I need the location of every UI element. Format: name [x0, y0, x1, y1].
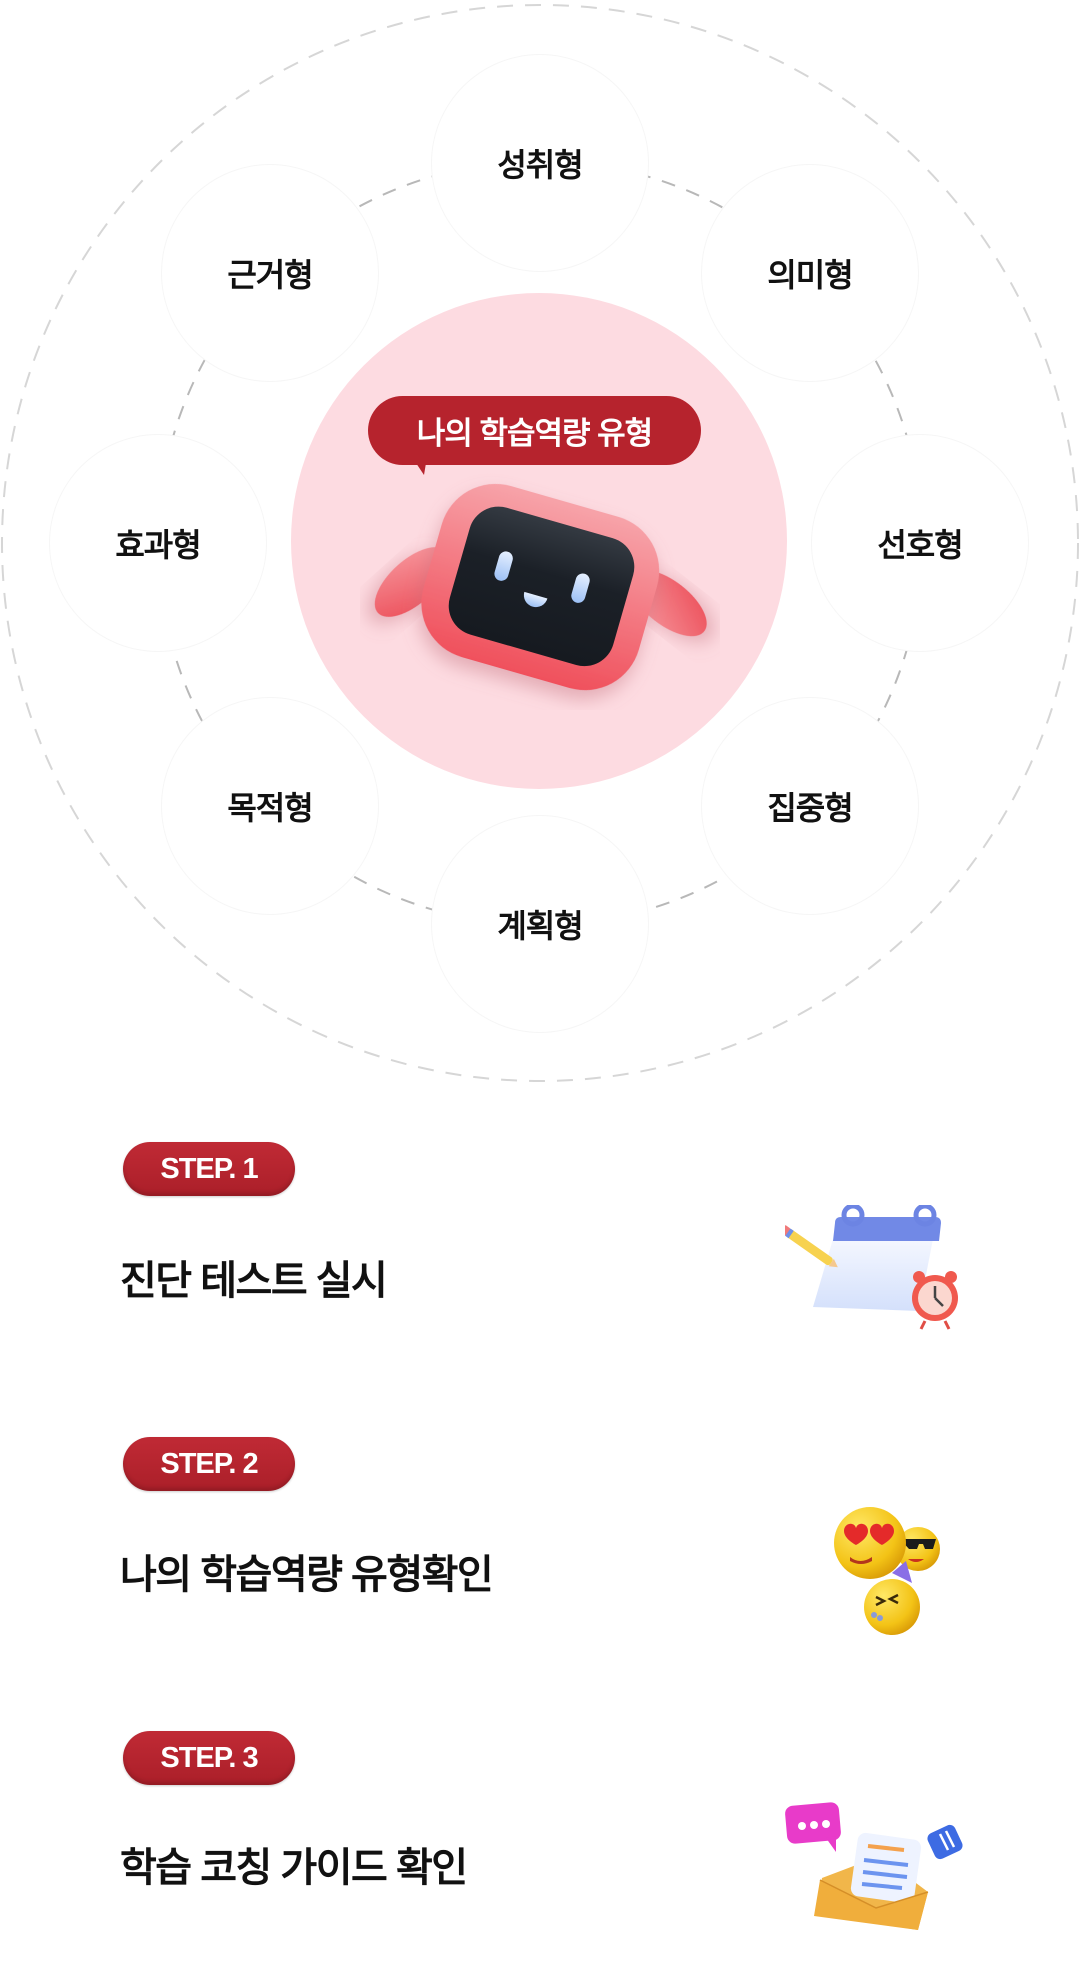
- type-evidence: 근거형: [162, 165, 378, 381]
- step-badge: STEP. 2: [123, 1437, 295, 1491]
- emoji-faces-icon: [834, 1507, 940, 1635]
- type-meaning: 의미형: [702, 165, 918, 381]
- type-label: 목적형: [227, 790, 313, 826]
- type-label: 선호형: [877, 527, 963, 563]
- type-label: 집중형: [767, 790, 853, 826]
- type-label: 근거형: [227, 257, 313, 293]
- type-focus: 집중형: [702, 698, 918, 914]
- step-2: STEP. 2 나의 학습역량 유형확인: [0, 1425, 1080, 1665]
- step-title: 나의 학습역량 유형확인: [120, 1553, 494, 1597]
- type-label: 성취형: [497, 147, 583, 183]
- robot-mascot-icon: [374, 483, 707, 691]
- type-achievement: 성취형: [432, 55, 648, 271]
- step-badge-label: STEP. 2: [160, 1447, 258, 1480]
- outer-dashed-ring: [1, 4, 1079, 1082]
- step-title: 학습 코칭 가이드 확인: [120, 1846, 468, 1890]
- step-badge-label: STEP. 1: [160, 1152, 258, 1185]
- type-label: 의미형: [767, 257, 853, 293]
- type-preference: 선호형: [812, 435, 1028, 651]
- step-3: STEP. 3 학습 코칭 가이드 확인: [0, 1718, 1080, 1958]
- step-badge-label: STEP. 3: [160, 1741, 258, 1774]
- envelope-chat-icon: [785, 1802, 963, 1930]
- type-planning: 계획형: [432, 816, 648, 1032]
- type-label: 계획형: [497, 908, 583, 944]
- type-effect: 효과형: [50, 435, 266, 651]
- step-badge: STEP. 1: [123, 1142, 295, 1196]
- type-label: 효과형: [115, 527, 201, 563]
- center-speech-bubble: 나의 학습역량 유형: [368, 396, 701, 475]
- center-title: 나의 학습역량 유형: [416, 416, 653, 451]
- learning-type-diagram: 성취형 의미형 선호형 집중형 계획형 목적형 효과형 근거형 나의 학습역량 …: [1, 4, 1079, 1082]
- calendar-clock-icon: [785, 1205, 958, 1330]
- type-purpose: 목적형: [162, 698, 378, 914]
- step-title: 진단 테스트 실시: [120, 1259, 388, 1303]
- step-badge: STEP. 3: [123, 1731, 295, 1785]
- step-1: STEP. 1 진단 테스트 실시: [0, 1130, 1080, 1370]
